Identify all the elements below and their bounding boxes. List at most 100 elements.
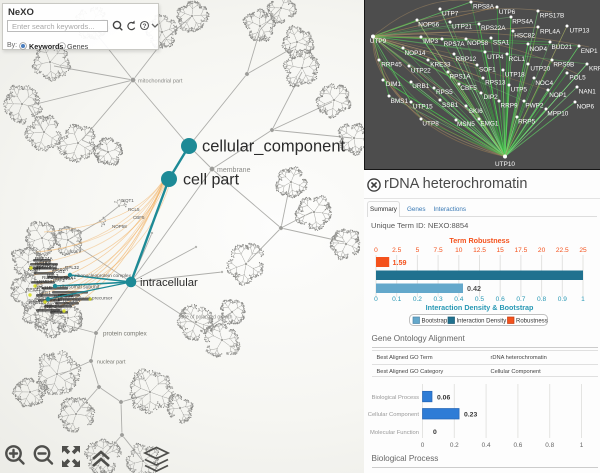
svg-text:RRP9: RRP9 [500, 103, 517, 110]
svg-text:ribosomal subunit: ribosomal subunit [60, 285, 100, 291]
svg-text:NOP1: NOP1 [549, 92, 567, 99]
svg-text:RPS24A: RPS24A [35, 256, 54, 261]
svg-text:1: 1 [580, 442, 584, 449]
svg-text:RPS5: RPS5 [436, 89, 453, 96]
svg-text:mitochondrial part: mitochondrial part [138, 79, 183, 85]
svg-text:UTP4: UTP4 [487, 54, 504, 61]
svg-text:RRP12: RRP12 [456, 56, 477, 63]
svg-text:RRP5: RRP5 [518, 118, 535, 125]
svg-text:intracellular: intracellular [140, 277, 198, 289]
svg-text:nuclear part: nuclear part [97, 360, 126, 366]
svg-text:0.6: 0.6 [496, 296, 505, 303]
svg-text:0.8: 0.8 [545, 442, 554, 449]
svg-text:0.2: 0.2 [413, 296, 422, 303]
svg-text:NOP4: NOP4 [530, 46, 548, 53]
svg-text:HSC82: HSC82 [514, 32, 535, 39]
svg-text:0.6: 0.6 [513, 442, 522, 449]
svg-text:20: 20 [538, 247, 546, 254]
svg-text:22.5: 22.5 [556, 247, 569, 254]
svg-text:RPL3: RPL3 [47, 273, 59, 278]
svg-text:RPL4A: RPL4A [540, 28, 561, 35]
svg-text:UTP20: UTP20 [530, 66, 550, 73]
svg-text:UTP15: UTP15 [413, 104, 433, 111]
svg-text:1.59: 1.59 [393, 258, 407, 267]
svg-text:5: 5 [416, 247, 420, 254]
svg-text:TIF6: TIF6 [42, 260, 52, 265]
svg-text:NOC4: NOC4 [535, 80, 553, 87]
svg-text:RPS11B: RPS11B [29, 300, 46, 305]
svg-text:NOP58: NOP58 [467, 40, 488, 47]
svg-text:0.4: 0.4 [482, 442, 491, 449]
svg-text:UTP21: UTP21 [452, 24, 472, 31]
svg-text:NOP56: NOP56 [418, 21, 439, 28]
svg-text:UTP22: UTP22 [411, 68, 431, 75]
svg-text:UTP7: UTP7 [442, 11, 459, 18]
svg-text:12.5: 12.5 [473, 247, 486, 254]
svg-text:0.7: 0.7 [516, 296, 525, 303]
svg-text:0: 0 [374, 296, 378, 303]
svg-text:RCL1: RCL1 [509, 56, 526, 63]
svg-text:UTP9: UTP9 [370, 38, 387, 45]
svg-text:RPL32: RPL32 [65, 265, 79, 270]
svg-text:Biological Process: Biological Process [372, 395, 419, 401]
svg-text:0: 0 [421, 442, 425, 449]
svg-text:RPS13: RPS13 [485, 79, 506, 86]
svg-text:LSG1: LSG1 [39, 290, 51, 295]
svg-text:UTP18: UTP18 [505, 71, 525, 78]
svg-text:SQT1: SQT1 [122, 198, 134, 203]
svg-text:25: 25 [579, 247, 587, 254]
svg-text:UTP5: UTP5 [511, 86, 528, 93]
svg-text:0.4: 0.4 [454, 296, 463, 303]
svg-text:RPS4A: RPS4A [512, 19, 534, 26]
svg-text:IMP3: IMP3 [423, 38, 438, 45]
svg-text:RPS31: RPS31 [26, 287, 41, 292]
svg-text:Cellular Component: Cellular Component [368, 412, 420, 418]
svg-text:MSN5: MSN5 [457, 121, 475, 128]
svg-text:BRX1: BRX1 [64, 275, 76, 280]
svg-text:RPS22A: RPS22A [481, 25, 506, 32]
svg-text:Interaction Density: Interaction Density [457, 319, 507, 325]
svg-text:PWP2: PWP2 [525, 103, 544, 110]
svg-text:0.8: 0.8 [537, 296, 546, 303]
svg-text:URB1: URB1 [412, 83, 429, 90]
svg-text:?: ? [143, 23, 147, 30]
svg-text:CBF5: CBF5 [133, 215, 145, 220]
svg-text:UTP13: UTP13 [570, 28, 590, 35]
svg-text:site of polarized growth: site of polarized growth [181, 315, 233, 321]
svg-text:Interaction Density & Bootstra: Interaction Density & Bootstrap [426, 303, 534, 312]
svg-text:UTP10: UTP10 [495, 161, 515, 168]
svg-text:0.1: 0.1 [392, 296, 401, 303]
svg-text:cellular_component: cellular_component [202, 138, 346, 156]
svg-text:DIM1: DIM1 [386, 81, 402, 88]
svg-text:KRE33: KRE33 [430, 62, 451, 69]
svg-text:RPS9B: RPS9B [553, 62, 574, 69]
svg-text:CBF5: CBF5 [460, 85, 477, 92]
svg-text:ribosomal subunit precursor: ribosomal subunit precursor [53, 296, 113, 302]
svg-text:Molecular Function: Molecular Function [370, 430, 419, 436]
svg-text:UTP6: UTP6 [499, 9, 516, 16]
svg-text:Robustness: Robustness [516, 319, 548, 325]
svg-text:ENP1: ENP1 [581, 48, 598, 55]
svg-text:protein complex: protein complex [103, 331, 148, 338]
svg-text:Term Robustness: Term Robustness [449, 236, 509, 245]
svg-text:0.42: 0.42 [467, 284, 481, 293]
svg-text:SSB1: SSB1 [442, 102, 459, 109]
svg-text:SSA1: SSA1 [493, 39, 510, 46]
svg-text:0.06: 0.06 [437, 395, 450, 402]
svg-text:NOP14: NOP14 [405, 50, 426, 57]
svg-text:RCL5: RCL5 [128, 207, 140, 212]
svg-text:Bootstrap: Bootstrap [422, 319, 448, 325]
svg-text:membrane: membrane [217, 167, 251, 174]
svg-text:NOP6: NOP6 [577, 104, 595, 111]
svg-text:UTP8: UTP8 [422, 120, 439, 127]
svg-text:0.9: 0.9 [558, 296, 567, 303]
svg-text:MPP10: MPP10 [547, 111, 568, 118]
svg-text:BUD21: BUD21 [551, 44, 572, 51]
svg-text:DIP2: DIP2 [483, 94, 498, 101]
svg-text:0.23: 0.23 [464, 412, 477, 419]
svg-text:POL5: POL5 [569, 75, 586, 82]
svg-text:RPS0A: RPS0A [53, 267, 69, 272]
svg-text:KRR1: KRR1 [589, 66, 600, 73]
svg-text:2.5: 2.5 [392, 247, 401, 254]
svg-text:BMS1: BMS1 [391, 98, 409, 105]
